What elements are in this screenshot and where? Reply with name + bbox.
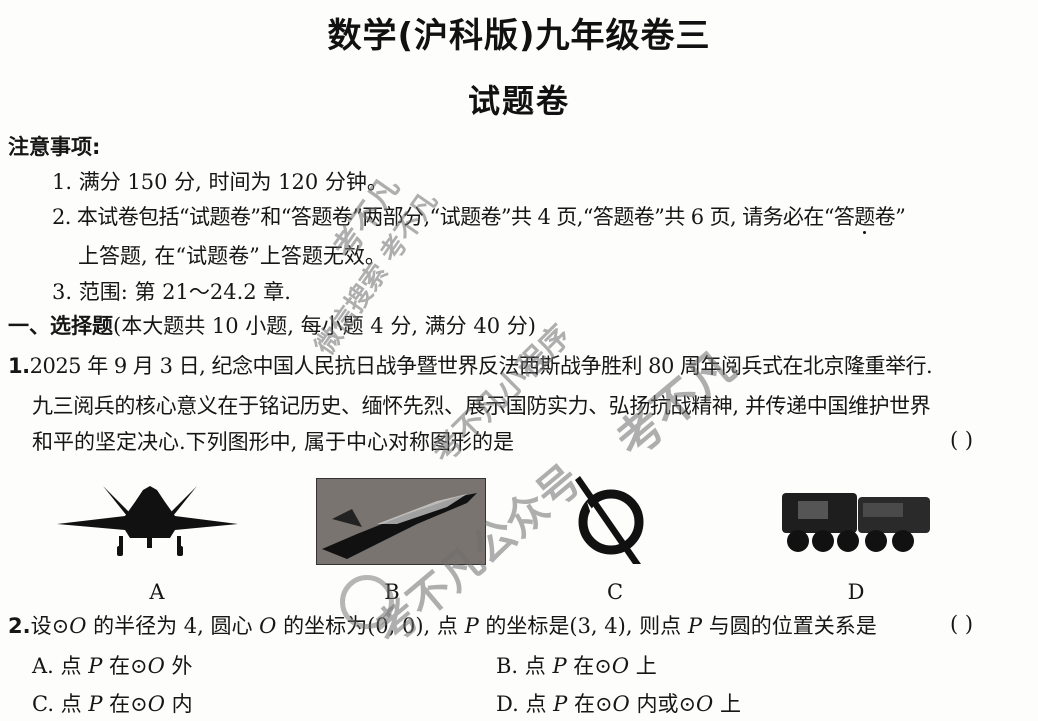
exam-subtitle: 试题卷 [467,82,570,120]
figure-c-label: C [606,580,624,604]
q2-stem: 2.设⊙O 的半径为 4, 圆心 O 的坐标为(0, 0), 点 P 的坐标是(… [8,614,877,638]
q1-line2: 九三阅兵的核心意义在于铭记历史、缅怀先烈、展示国防实力、弘扬抗战精神, 并传递中… [32,394,931,418]
figure-d-military-truck [778,485,933,555]
notice-item-2: 2. 本试卷包括“试题卷”和“答题卷”两部分,“试题卷”共 4 页,“答题卷”共… [52,205,906,229]
q2-option-d: D. 点 P 在⊙O 内或⊙O 上 [496,692,741,716]
figure-c-slashed-circle [575,472,647,567]
emphasis-answer-sheet: 答题卷 [833,205,896,229]
q2-option-c: C. 点 P 在⊙O 内 [32,692,193,716]
figure-a-label: A [149,580,165,604]
notice-item-1: 1. 满分 150 分, 时间为 120 分钟。 [52,170,388,194]
section-heading: 一、选择题(本大题共 10 小题, 每小题 4 分, 满分 40 分) [8,314,536,338]
q1-answer-blank: ( ) [950,428,974,452]
figure-d-label: D [847,580,865,604]
notice-item-2-cont: 上答题, 在“试题卷”上答题无效。 [78,244,386,268]
q1-line1: 1.2025 年 9 月 3 日, 纪念中国人民抗日战争暨世界反法西斯战争胜利 … [8,354,933,378]
notice-item-2-text: 2. 本试卷包括“试题卷”和“答题卷”两部分,“试题卷”共 4 页,“答题卷”共… [52,205,834,229]
figure-b-jet-photo [316,478,486,565]
exam-title: 数学(沪科版)九年级卷三 [327,16,711,56]
figure-b-label: B [384,580,400,604]
notice-heading: 注意事项: [8,135,101,159]
figure-a-jet-silhouette [55,480,240,560]
notice-item-3: 3. 范围: 第 21～24.2 章. [52,280,291,304]
q2-option-a: A. 点 P 在⊙O 外 [32,654,193,678]
q1-line3: 和平的坚定决心.下列图形中, 属于中心对称图形的是 [32,430,515,454]
q2-option-b: B. 点 P 在⊙O 上 [496,654,657,678]
q2-answer-blank: ( ) [950,612,974,636]
